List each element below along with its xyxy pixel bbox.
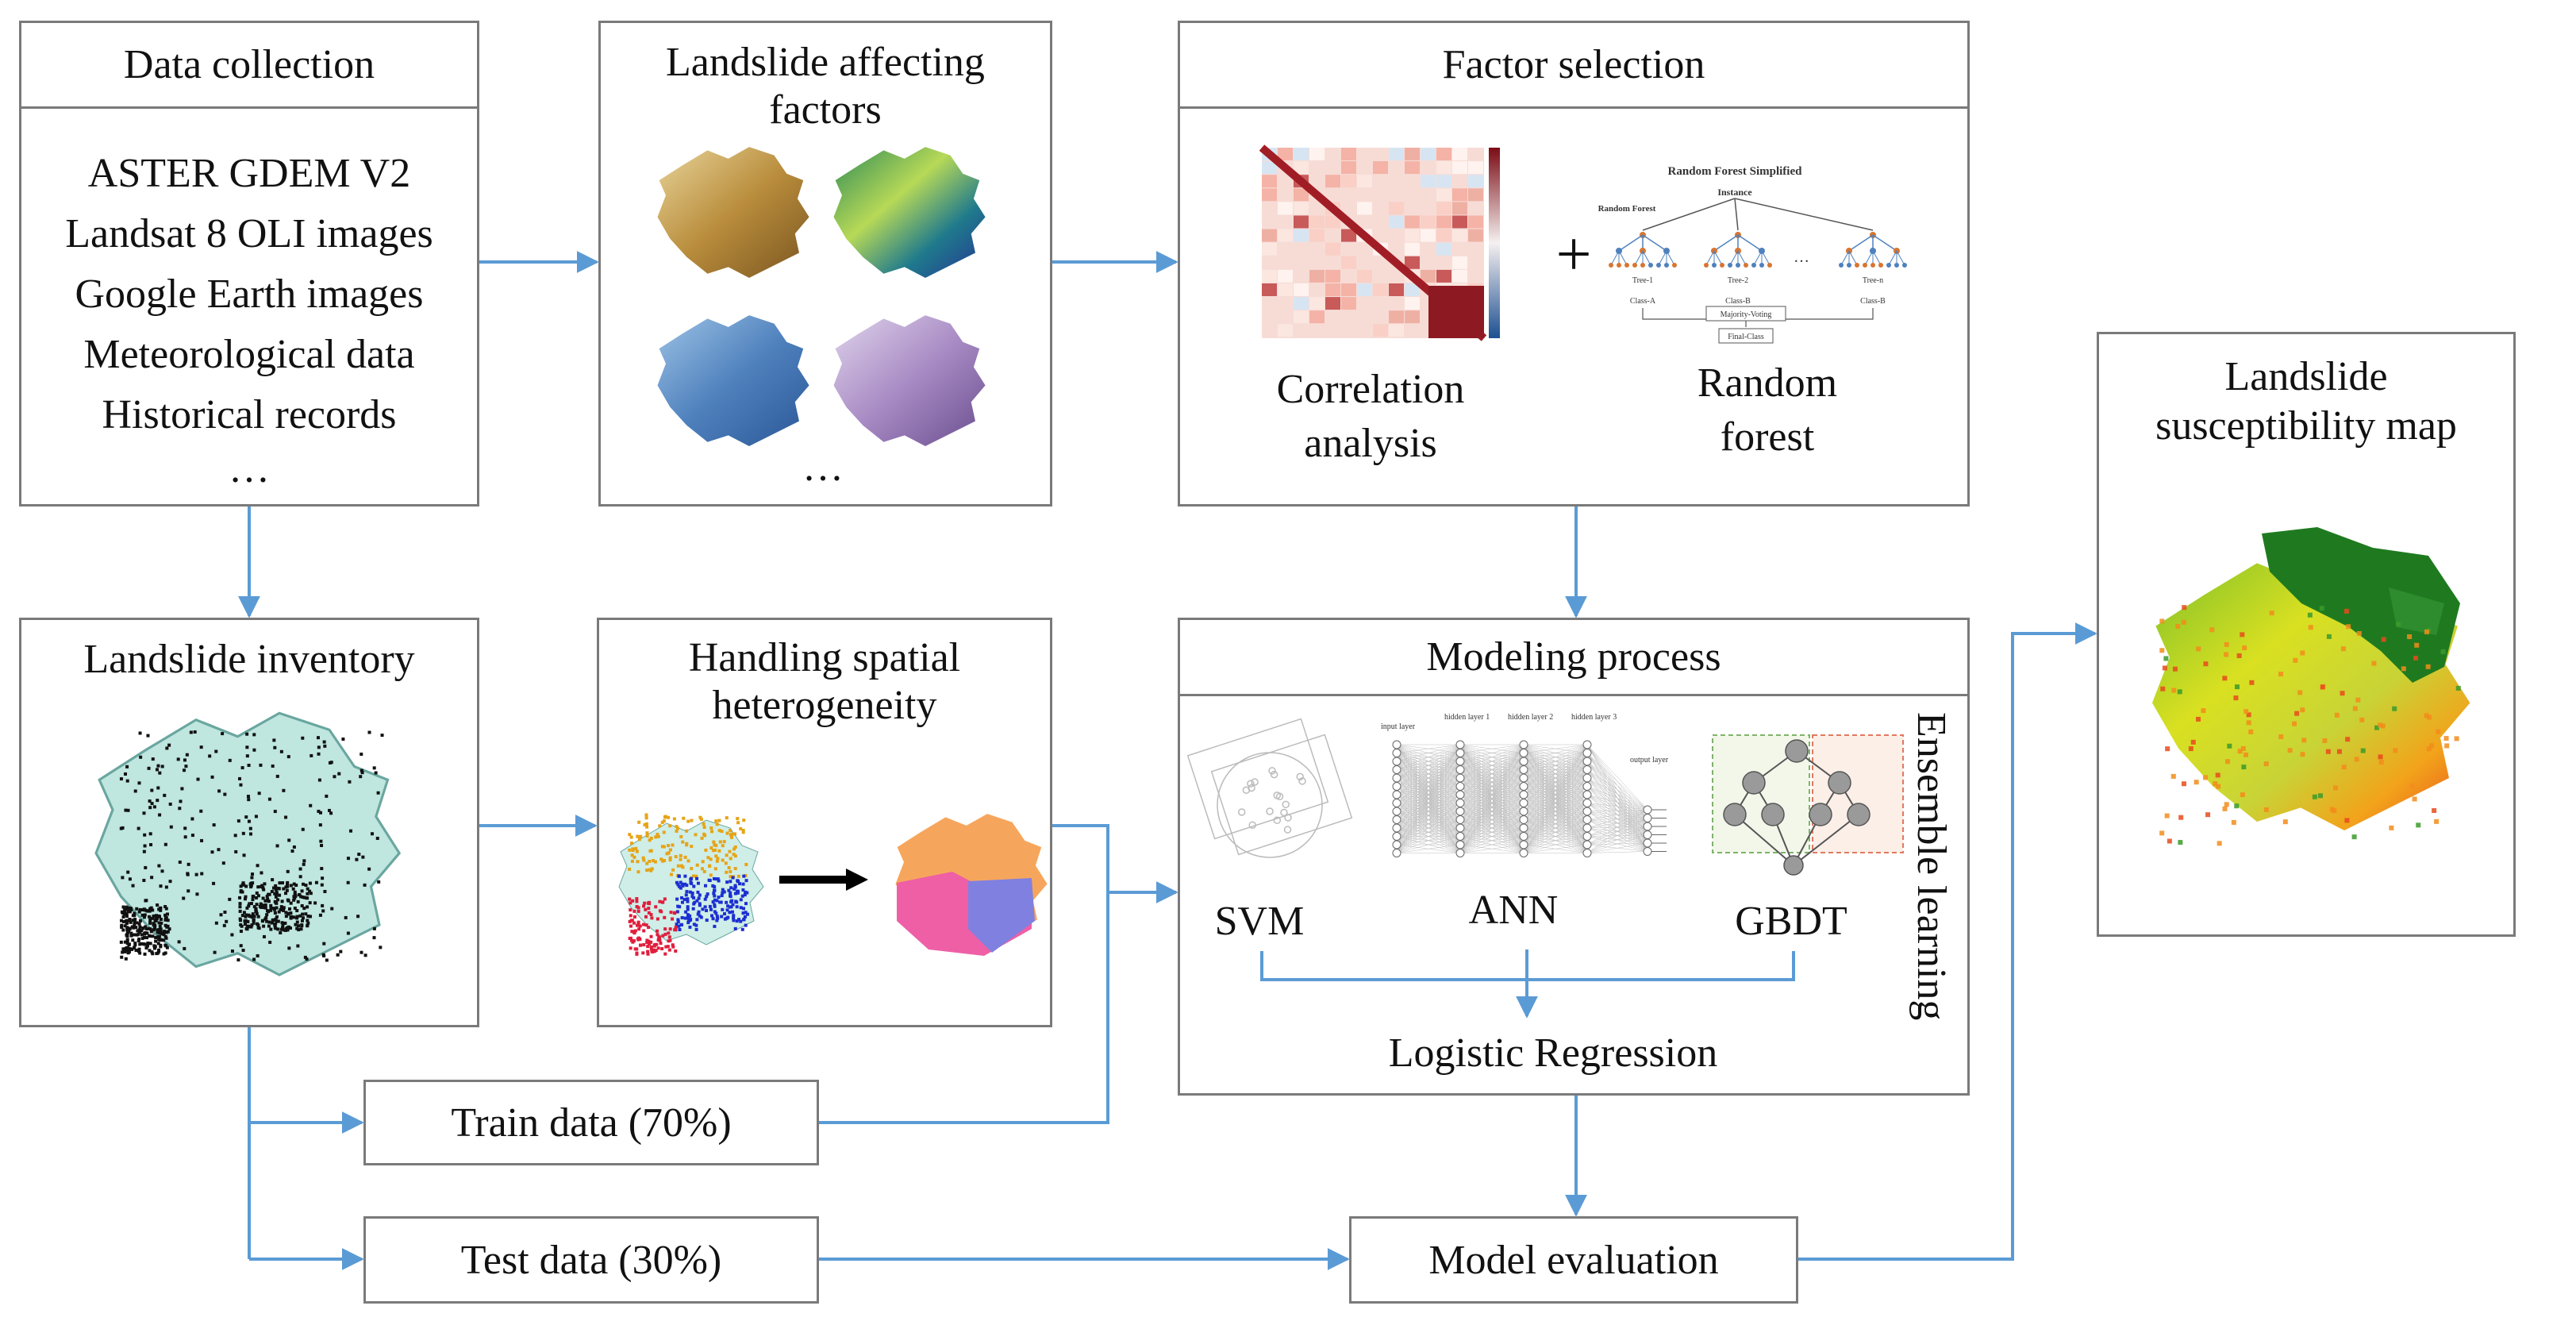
gbdt-label: GBDT — [1735, 899, 1847, 944]
plus-sign: + — [1555, 220, 1592, 290]
rf-fig-final: Final-Class — [1728, 333, 1764, 341]
rf-fig-tree2: Tree-2 — [1728, 276, 1748, 285]
factor-selection-title: Factor selection — [1180, 23, 1967, 109]
train-data-box: Train data (70%) — [363, 1080, 819, 1165]
line-heterogeneity-train — [819, 824, 1109, 1124]
affecting-title-line2: factors — [769, 87, 882, 133]
ann-input-layer-label: input layer — [1381, 722, 1416, 731]
model-evaluation-box: Model evaluation — [1349, 1216, 1798, 1304]
correlation-heatmap — [1259, 144, 1500, 341]
modeling-process-box: Modeling process SVM ANN GBDT Logistic R… — [1178, 618, 1970, 1096]
heterogeneity-maps — [618, 813, 1048, 956]
data-collection-title: Data collection — [21, 23, 477, 109]
data-item-aster: ASTER GDEM V2 — [87, 151, 411, 196]
ann-figure: input layer hidden layer 1 hidden layer … — [1381, 713, 1669, 857]
logistic-regression-label: Logistic Regression — [1388, 1030, 1718, 1076]
rf-fig-classA: Class-A — [1630, 297, 1656, 306]
ann-hidden3-label: hidden layer 3 — [1571, 713, 1617, 722]
data-item-meteorological: Meteorological data — [83, 332, 415, 377]
random-forest-label-line1: Random — [1697, 360, 1838, 406]
rf-fig-treen: Tree-n — [1863, 276, 1883, 285]
rf-fig-label: Random Forest — [1598, 204, 1656, 214]
heterogeneity-map-after — [895, 814, 1048, 956]
affecting-title-line1: Landslide affecting — [666, 40, 985, 85]
correlation-label-line1: Correlation — [1276, 367, 1465, 412]
factor-map-rainfall — [657, 315, 809, 446]
factor-map-ndvi — [833, 147, 986, 278]
ann-label: ANN — [1468, 888, 1559, 933]
rf-fig-vote: Majority-Voting — [1721, 310, 1772, 319]
rf-fig-instance: Instance — [1717, 187, 1752, 198]
data-item-historical: Historical records — [102, 392, 397, 437]
data-collection-box: Data collection ASTER GDEM V2 Landsat 8 … — [19, 21, 479, 507]
random-forest-label-line2: forest — [1720, 414, 1815, 460]
arrow-evaluation-to-map — [1798, 622, 2097, 1261]
test-data-box: Test data (30%) — [363, 1216, 819, 1304]
factor-map-elevation — [657, 147, 809, 278]
susceptibility-map — [2152, 527, 2470, 846]
affecting-factors-box: Landslide affecting factors … — [598, 21, 1052, 507]
connector-lines — [238, 251, 2097, 1270]
heterogeneity-title-line1: Handling spatial — [688, 635, 961, 680]
susceptibility-title-line1: Landslide — [2224, 354, 2388, 399]
rf-fig-classB2: Class-B — [1860, 297, 1886, 306]
susceptibility-title-line2: susceptibility map — [2155, 403, 2457, 449]
data-item-google-earth: Google Earth images — [75, 272, 424, 317]
affecting-ellipsis: … — [802, 445, 844, 490]
heterogeneity-title-line2: heterogeneity — [712, 683, 937, 728]
rf-fig-classB: Class-B — [1725, 297, 1751, 306]
ann-hidden1-label: hidden layer 1 — [1444, 713, 1490, 722]
factor-maps — [657, 147, 986, 446]
data-item-landsat: Landsat 8 OLI images — [65, 211, 433, 256]
modeling-title: Modeling process — [1180, 620, 1967, 696]
svm-figure — [1186, 718, 1353, 858]
rf-fig-dots: … — [1794, 248, 1809, 266]
random-forest-figure: Random Forest Simplified Instance Random… — [1598, 165, 1907, 344]
factor-map-other — [833, 315, 986, 446]
ann-hidden2-label: hidden layer 2 — [1508, 713, 1553, 722]
rf-fig-title: Random Forest Simplified — [1668, 165, 1803, 178]
ann-output-layer-label: output layer — [1630, 756, 1669, 765]
data-item-ellipsis: … — [229, 446, 270, 491]
inventory-map — [94, 711, 401, 976]
svm-label: SVM — [1214, 899, 1305, 944]
gbdt-figure — [1712, 734, 1904, 876]
inventory-title: Landslide inventory — [83, 637, 415, 682]
correlation-label-line2: analysis — [1304, 421, 1437, 466]
rf-fig-tree1: Tree-1 — [1632, 276, 1653, 285]
